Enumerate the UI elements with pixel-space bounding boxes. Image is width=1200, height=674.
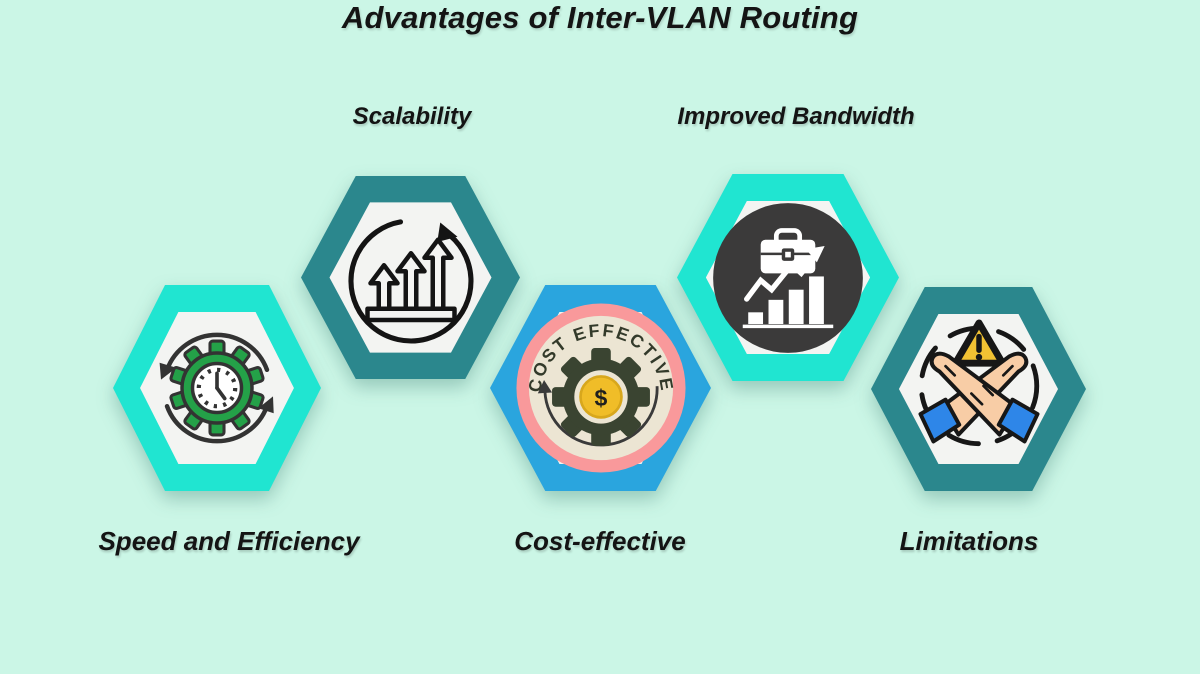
hexagon-limitations-outer xyxy=(871,287,1086,491)
right-sleeve xyxy=(996,397,1039,444)
hexagon-cost: COST EFFECTIVE $ xyxy=(490,285,711,491)
clock-ticks xyxy=(196,367,238,409)
base-bar xyxy=(364,306,457,322)
trend-line xyxy=(744,253,818,302)
label-scalability: Scalability xyxy=(352,103,472,130)
growth-arrows-cycle-icon xyxy=(347,218,474,344)
label-speed-and-efficiency: Speed and Efficiency xyxy=(98,526,360,556)
badge-arc-arrow-head xyxy=(537,379,552,394)
up-arrows xyxy=(364,237,457,322)
cost-effective-badge-icon: COST EFFECTIVE $ xyxy=(515,303,686,473)
crossed-hands-warning-icon xyxy=(918,319,1039,447)
gear-clock-sync-icon xyxy=(159,332,274,444)
hexagon-speed xyxy=(113,285,321,491)
dollar-sign: $ xyxy=(594,385,607,411)
label-cost-effective: Cost-effective xyxy=(514,526,686,556)
clock-hour-hand xyxy=(215,386,227,401)
left-sleeve xyxy=(918,397,961,444)
hexagon-speed-outer xyxy=(113,285,321,491)
arrow-head-right xyxy=(258,396,274,414)
page-title: Advantages of Inter-VLAN Routing xyxy=(341,0,859,35)
label-improved-bandwidth: Improved Bandwidth xyxy=(677,103,915,130)
hexagon-bandwidth-outer xyxy=(677,174,899,381)
hexagon-limitations xyxy=(871,287,1086,491)
coin xyxy=(578,375,623,419)
exclamation-dot xyxy=(975,353,982,361)
hexagon-bandwidth xyxy=(677,174,899,381)
label-limitations: Limitations xyxy=(899,526,1039,556)
bar-chart xyxy=(748,275,824,324)
hexagon-scalability xyxy=(301,176,520,379)
trend-arrow-head xyxy=(805,245,825,262)
arrow-head-left xyxy=(159,362,177,380)
dark-disc xyxy=(713,202,863,353)
finger-lines xyxy=(969,384,994,406)
briefcase-growth-chart-icon xyxy=(713,202,863,353)
cycle-arrow-head xyxy=(436,222,457,242)
hexagon-scalability-outer xyxy=(301,176,520,379)
